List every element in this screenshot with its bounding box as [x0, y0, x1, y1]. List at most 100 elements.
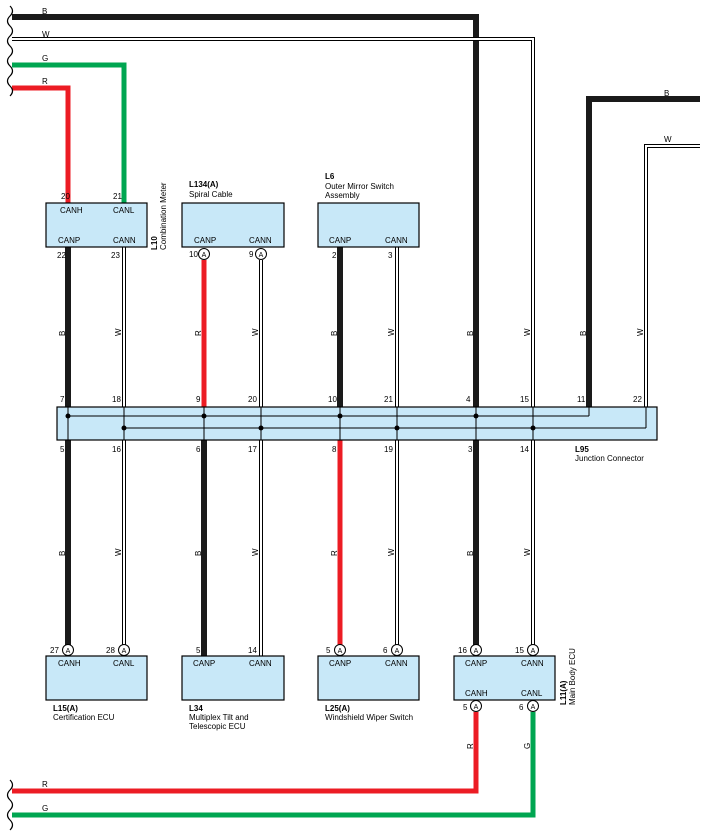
wire-label: G: [42, 54, 48, 63]
l10-pin-canh: 20: [61, 192, 70, 201]
l11-signal-cann: CANN: [521, 659, 544, 668]
l6-connector-box: [317, 202, 420, 248]
tag-l15-canh: A: [62, 644, 74, 656]
l95-pin: 21: [384, 395, 393, 404]
l95-pin: 17: [248, 445, 257, 454]
wire-label: W: [251, 548, 260, 556]
l6-desc-line2: Assembly: [325, 191, 360, 200]
l6-desc-line1: Outer Mirror Switch: [325, 182, 394, 191]
svg-text:A: A: [474, 704, 479, 711]
l95-pin: 20: [248, 395, 257, 404]
tag-l11-cann: A: [527, 644, 539, 656]
l10-pin-canl: 21: [113, 192, 122, 201]
l134-pin-canp: 10: [189, 250, 198, 259]
l10-signal-canh: CANH: [60, 206, 83, 215]
svg-text:A: A: [259, 252, 264, 259]
l95-pin: 18: [112, 395, 121, 404]
wire-label: B: [58, 551, 67, 556]
tag-l11-canh: A: [470, 700, 482, 712]
tag-l11-canl: A: [527, 700, 539, 712]
wire-label: W: [523, 328, 532, 336]
l34-connector-box: [181, 655, 285, 701]
svg-text:A: A: [202, 252, 207, 259]
wire-label: W: [114, 328, 123, 336]
l134-signal-cann: CANN: [249, 236, 272, 245]
l95-pin: 19: [384, 445, 393, 454]
wire-right-b: [586, 96, 700, 416]
wire-top-w: [12, 37, 535, 650]
wire-label: B: [664, 89, 669, 98]
wire-label: R: [42, 780, 48, 789]
l10-signal-cann: CANN: [113, 236, 136, 245]
wire-label: R: [330, 550, 339, 556]
wire-label: W: [251, 328, 260, 336]
l25-connector-box: [317, 655, 420, 701]
l95-pin: 10: [328, 395, 337, 404]
l11-pin-canh: 5: [463, 703, 468, 712]
l95-pin: 15: [520, 395, 529, 404]
wire-bottom-r: [12, 712, 479, 794]
l10-connector-box: [45, 202, 148, 248]
l95-pin: 22: [633, 395, 642, 404]
svg-text:A: A: [474, 648, 479, 655]
l95-pin: 16: [112, 445, 121, 454]
l11-pin-canp: 16: [458, 646, 467, 655]
l6-signal-cann: CANN: [385, 236, 408, 245]
l25-desc: Windshield Wiper Switch: [325, 713, 413, 722]
l6-signal-canp: CANP: [329, 236, 351, 245]
l95-id: L95: [575, 445, 589, 454]
l6-pin-canp: 2: [332, 251, 337, 260]
l10-signal-canl: CANL: [113, 206, 135, 215]
l95-pin: 9: [196, 395, 201, 404]
l25-signal-cann: CANN: [385, 659, 408, 668]
l34-desc-line2: Telescopic ECU: [189, 722, 246, 731]
l15-pin-canh: 27: [50, 646, 59, 655]
l10-pin-cann: 23: [111, 251, 120, 260]
l25-pin-cann: 6: [383, 646, 388, 655]
l34-id: L34: [189, 704, 203, 713]
l15-signal-canl: CANL: [113, 659, 135, 668]
l15-connector-box: [45, 655, 148, 701]
wire-label: W: [664, 135, 672, 144]
wire-label: W: [42, 30, 50, 39]
svg-text:A: A: [531, 648, 536, 655]
wire-label: W: [114, 548, 123, 556]
l95-pin: 6: [196, 445, 201, 454]
wire-label: W: [523, 548, 532, 556]
wire-bottom-g: [12, 712, 536, 818]
wire-label: B: [579, 331, 588, 336]
tag-l11-canp: A: [470, 644, 482, 656]
connector-tag-circles: A A A A A A A A: [62, 248, 539, 712]
l15-pin-canl: 28: [106, 646, 115, 655]
l11-signal-canp: CANP: [465, 659, 487, 668]
l95-desc: Junction Connector: [575, 454, 644, 463]
l95-pin: 11: [577, 395, 586, 404]
l15-desc: Certification ECU: [53, 713, 115, 722]
svg-text:A: A: [66, 648, 71, 655]
l25-pin-canp: 5: [326, 646, 331, 655]
l15-signal-canh: CANH: [58, 659, 81, 668]
l6-pin-cann: 3: [388, 251, 393, 260]
l34-pin-canp: 5: [196, 646, 201, 655]
l95-pin: 7: [60, 395, 65, 404]
l15-id: L15(A): [53, 704, 78, 713]
l10-desc: Combination Meter: [159, 182, 168, 250]
l95-pin: 4: [466, 395, 471, 404]
l25-signal-canp: CANP: [329, 659, 351, 668]
l134-signal-canp: CANP: [194, 236, 216, 245]
wire-label: R: [466, 743, 475, 749]
wire-label: R: [42, 77, 48, 86]
tag-l25-canp: A: [334, 644, 346, 656]
l95-pin: 5: [60, 445, 65, 454]
l11-signal-canl: CANL: [521, 689, 543, 698]
wire-label: W: [387, 328, 396, 336]
l11-pin-canl: 6: [519, 703, 524, 712]
l134-desc: Spiral Cable: [189, 190, 233, 199]
wire-label: B: [330, 331, 339, 336]
wire-label: B: [42, 7, 47, 16]
wire-label: W: [387, 548, 396, 556]
l34-pin-cann: 14: [248, 646, 257, 655]
l10-pin-canp: 22: [57, 251, 66, 260]
l11-desc: Main Body ECU: [568, 648, 577, 705]
